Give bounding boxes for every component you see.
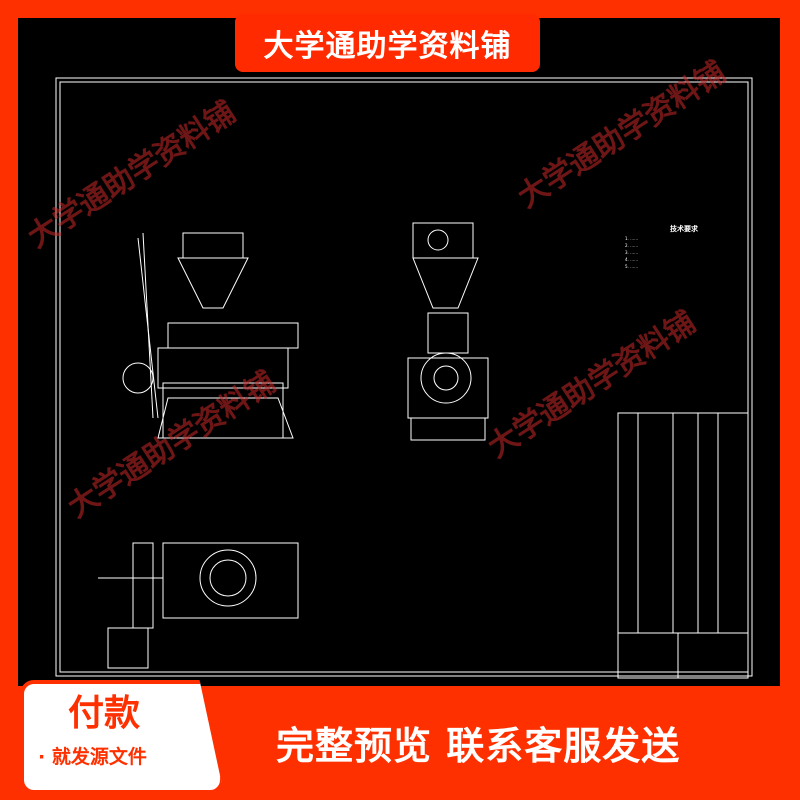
side-view: [407, 222, 489, 441]
requirement-line: 3. ……: [625, 250, 639, 255]
requirement-line: 1. ……: [625, 236, 639, 241]
cad-drawing-canvas: 技术要求 1. …… 2. …… 3. …… 4. …… 5. ……: [18, 18, 780, 686]
pay-title: 付款: [68, 693, 141, 734]
drawing-inner-border: [59, 81, 749, 673]
front-view: [122, 232, 299, 439]
requirements-title: 技术要求: [670, 225, 698, 233]
cad-drawing: [55, 77, 753, 679]
drawing-border: [55, 77, 753, 677]
top-view: [98, 542, 299, 669]
requirement-line: 4. ……: [625, 257, 639, 262]
requirement-line: 5. ……: [625, 264, 639, 269]
shop-title-banner: 大学通助学资料铺: [235, 14, 540, 72]
requirement-line: 2. ……: [625, 243, 639, 248]
parts-list-table: [617, 412, 749, 679]
pay-subtitle: · 就发源文件: [38, 746, 147, 768]
technical-requirements: 技术要求 1. …… 2. …… 3. …… 4. …… 5. ……: [625, 226, 743, 270]
contact-cta: 完整预览 联系客服发送: [276, 724, 681, 768]
